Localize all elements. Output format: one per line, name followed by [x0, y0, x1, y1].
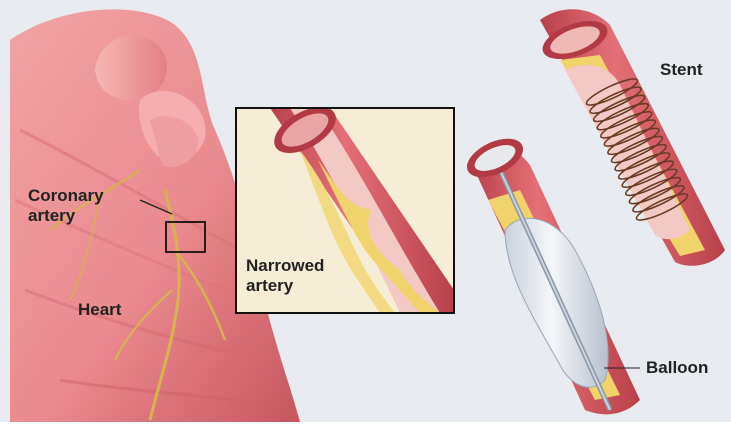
label-heart: Heart: [78, 300, 121, 320]
label-balloon: Balloon: [646, 358, 708, 378]
label-stent: Stent: [660, 60, 703, 80]
label-narrowed-artery: Narrowed artery: [246, 256, 324, 296]
label-coronary-artery: Coronary artery: [28, 186, 104, 226]
